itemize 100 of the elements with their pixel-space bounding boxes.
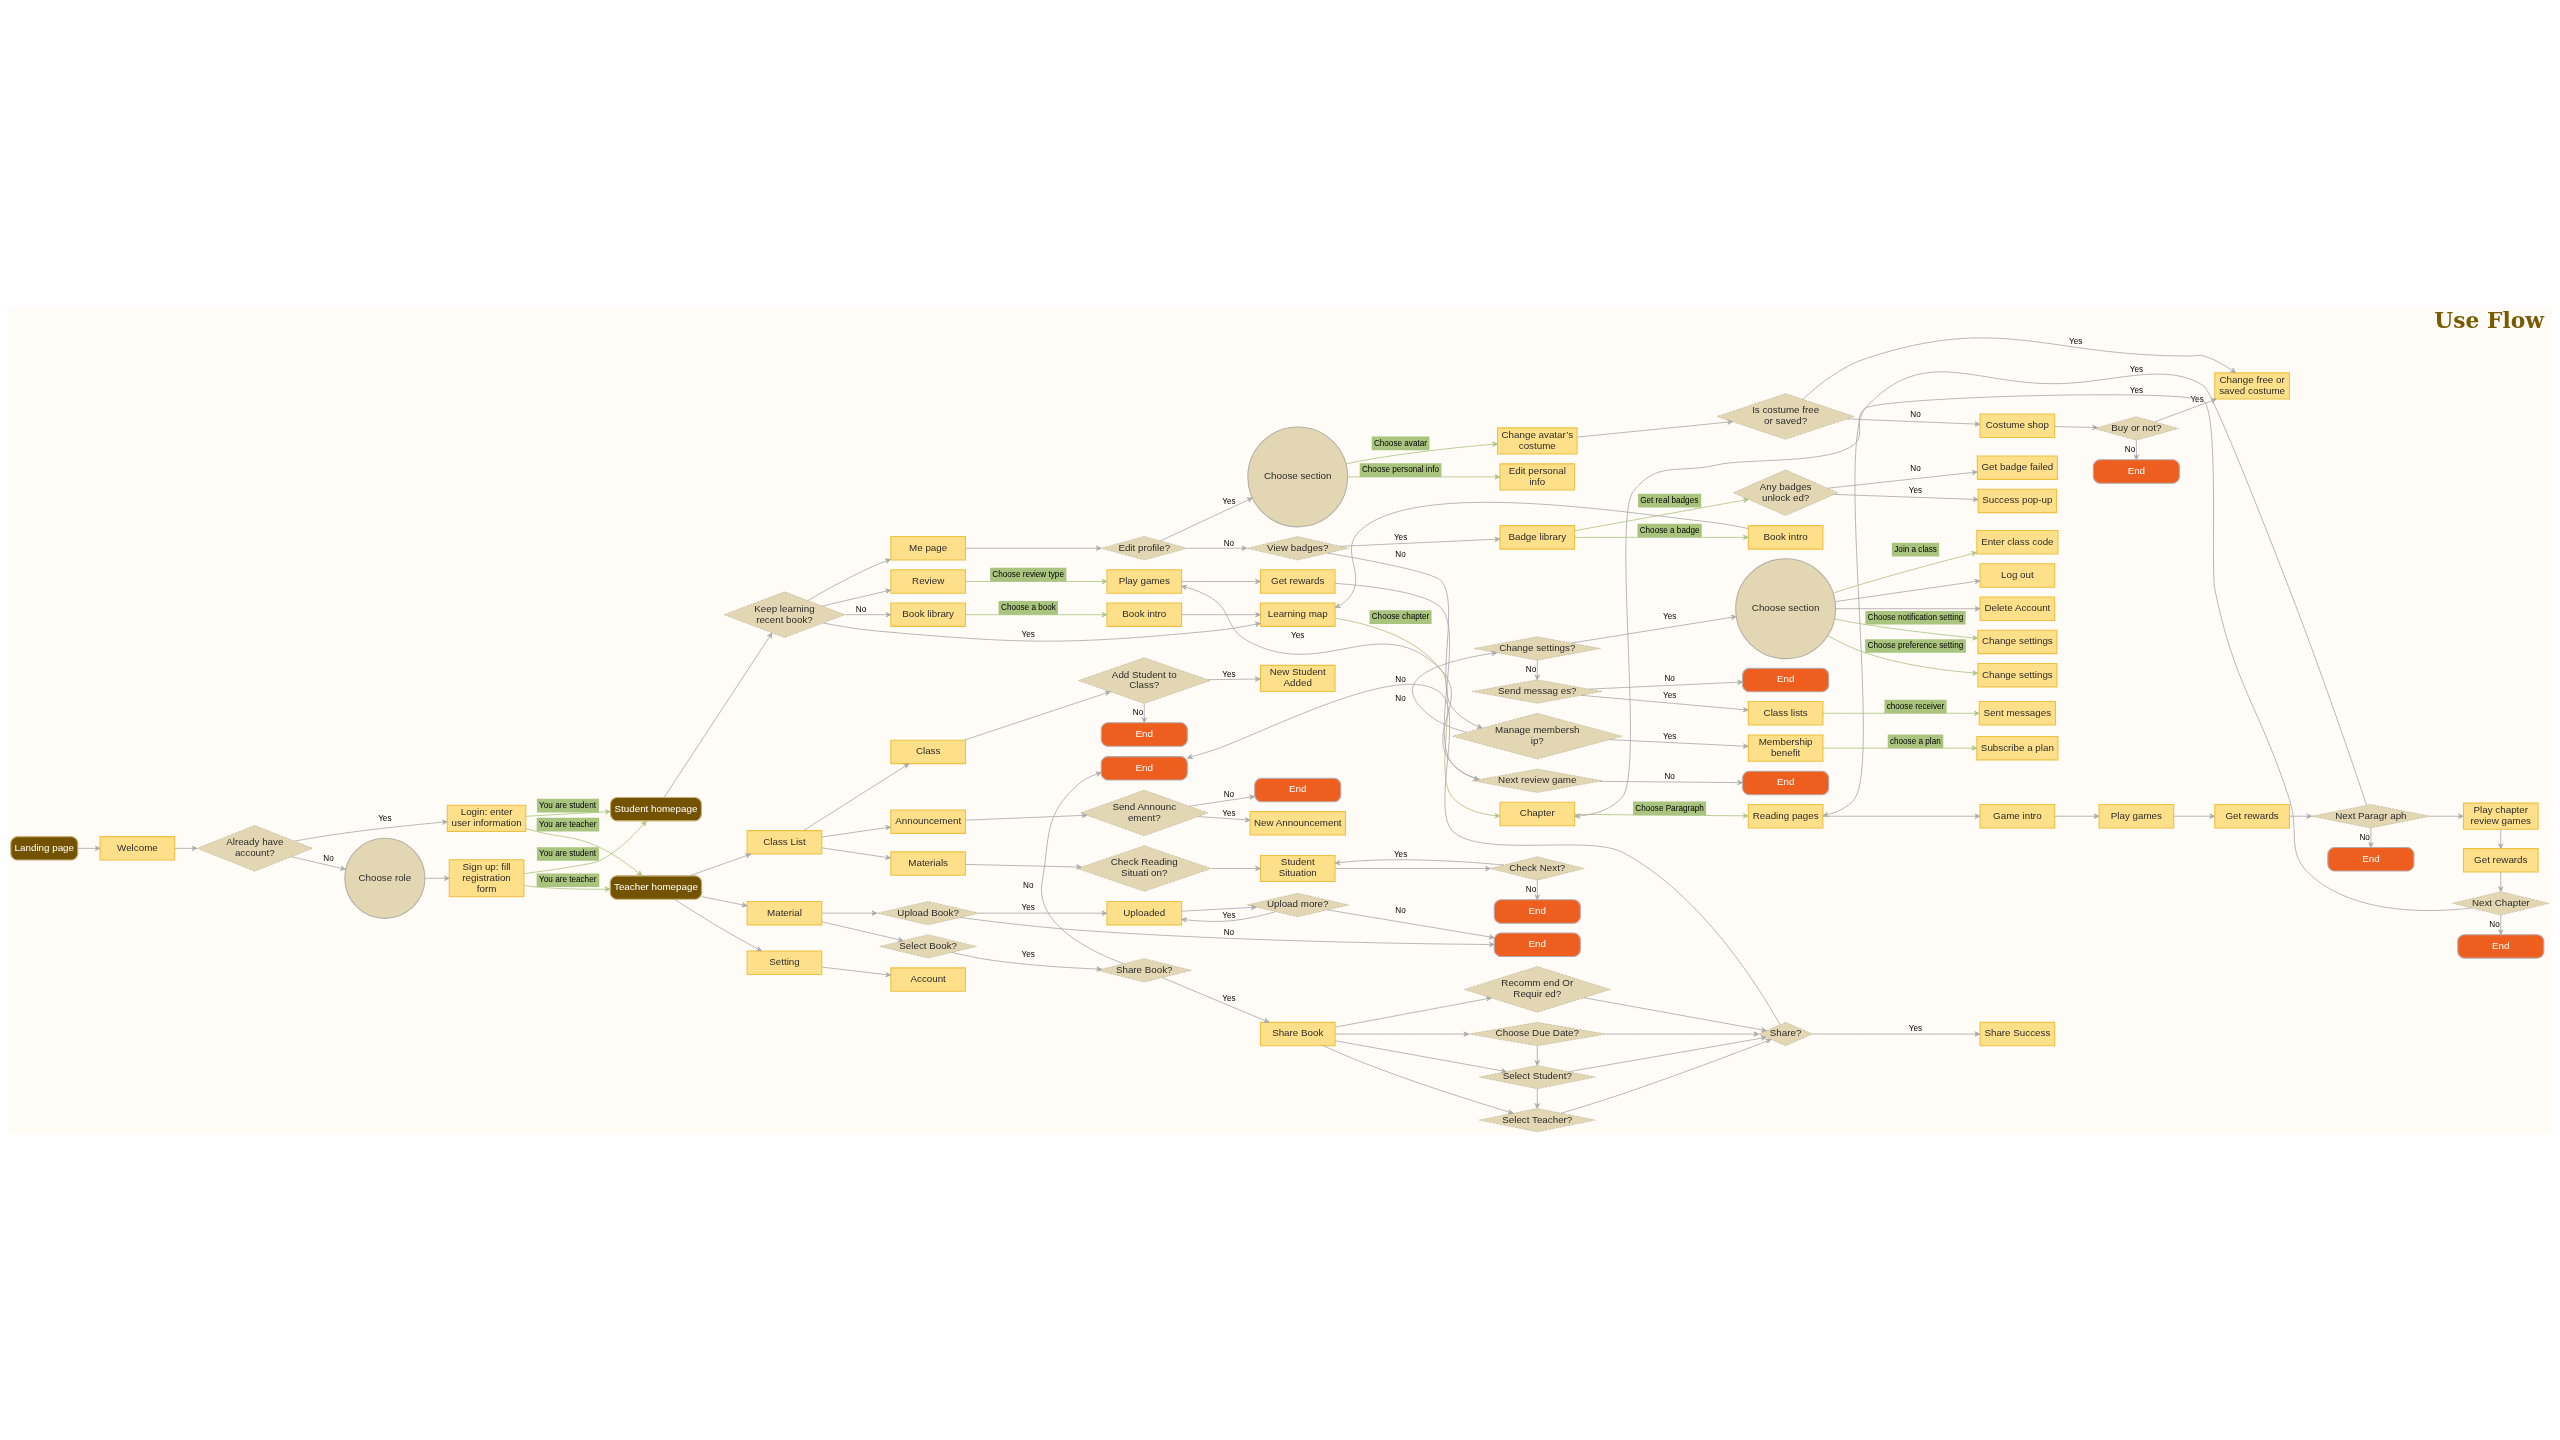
arrow [1534,659,1540,680]
node-box: Get rewards [2214,803,2290,828]
arrow [1323,1044,1514,1114]
arrow [965,812,1088,821]
node-box: Reading pages [1747,803,1824,828]
arrow [2054,813,2100,819]
node-box: Play games [1106,568,1183,594]
arrow [2289,813,2312,819]
node-box: Game intro [1979,803,2056,828]
arrow [1574,534,1749,540]
arrow [1588,679,1743,690]
node-box: End [1100,721,1188,747]
node-box: Change avatar’s costume [1497,426,1578,455]
node-diamond: Is costume free or saved? [1716,392,1855,440]
node-box: Subscribe a plan [1976,735,2059,760]
arrow [1835,605,1981,611]
node-box: Badge library [1499,524,1576,550]
arrow [1598,779,1743,785]
node-box: Account [890,966,966,992]
arrow [965,863,1082,870]
node-diamond: Any badges unlock ed? [1733,469,1839,516]
arrow [2498,871,2504,892]
node-box: Book intro [1747,524,1824,550]
node-box: Enter class code [1976,529,2059,555]
arrow [1609,738,1749,749]
node-diamond: Send messag es? [1472,679,1603,703]
arrow [1161,976,1270,1023]
arrow [807,558,891,601]
node-box: Materials [890,850,966,876]
node-box: Get badge failed [1976,454,2058,480]
arrow [1580,694,1749,712]
node-box: Class List [746,829,823,855]
arrow [2133,439,2139,460]
arrow [1181,910,1277,922]
arrow [1802,337,2237,400]
arrow [1568,1035,1767,1072]
arrow [1334,858,1505,865]
node-diamond: Add Student to Class? [1078,656,1211,704]
node-box: Welcome [99,835,176,861]
node-diamond: Change settings? [1473,636,1601,660]
arrow [1327,552,1483,729]
node-box: Change settings [1977,629,2058,654]
node-box: Class [890,739,966,764]
node-box: Class lists [1747,700,1824,726]
node-box: Announcement [890,808,966,834]
node-box: Change free or saved costume [2214,371,2290,400]
arrow [1207,675,1261,682]
arrow [1181,578,1261,584]
node-diamond: Edit profile? [1100,535,1188,560]
node-box: New Announcement [1249,810,1346,836]
arrow [821,920,904,942]
arrow [2173,813,2216,819]
node-box: Edit personal info [1499,462,1576,491]
node-box: Membership benefit [1747,734,1824,762]
node-diamond: Already have account? [196,824,313,871]
arrow [525,808,611,817]
node-diamond: Upload more? [1246,892,1349,917]
node-box: New Student Added [1259,664,1336,692]
arrow [1812,1030,1981,1037]
arrow [1041,771,1124,964]
arrow [523,884,611,892]
arrow [1574,393,2472,911]
node-box: End [1742,667,1830,692]
arrow [1822,813,1981,819]
arrow [1345,441,1498,464]
arrow [1186,683,1781,1025]
node-box: Review [890,568,966,594]
arrow [2054,424,2098,430]
arrow [2154,397,2217,422]
arrow [959,916,1495,947]
node-box: Sign up: fill registration form [448,858,525,897]
node-box: Book library [890,601,966,627]
node-box: Learning map [1259,601,1336,627]
arrow [1574,812,1749,818]
arrow [822,621,1261,642]
arrow [1187,545,1248,551]
node-diamond: Next Chapter [2452,890,2550,915]
arrow [1197,815,1251,822]
arrow [1347,473,1501,480]
node-diamond: Upload Book? [876,900,980,925]
node-diamond: Recomm end Or Requir ed? [1464,965,1611,1013]
arrow [2498,828,2504,849]
arrow [1534,1044,1540,1066]
node-box: End [1493,932,1581,957]
arrow [821,824,891,837]
node-box: Get rewards [2462,847,2539,873]
arrow [1334,1039,1507,1073]
node-diamond: Check Next? [1490,856,1585,880]
arrow [1827,634,1979,675]
node-box: Costume shop [1979,412,2056,438]
node-box: Play games [2098,803,2175,828]
node-box: Student homepage [609,796,702,821]
node-box: Setting [746,949,823,975]
node-box: Book intro [1106,601,1183,627]
node-box: Landing page [10,835,79,861]
arrow [1327,908,1495,939]
node-box: Change settings [1977,662,2058,687]
arrow [821,966,891,977]
node-box: Teacher homepage [609,874,703,900]
node-box: Delete Account [1979,595,2056,621]
